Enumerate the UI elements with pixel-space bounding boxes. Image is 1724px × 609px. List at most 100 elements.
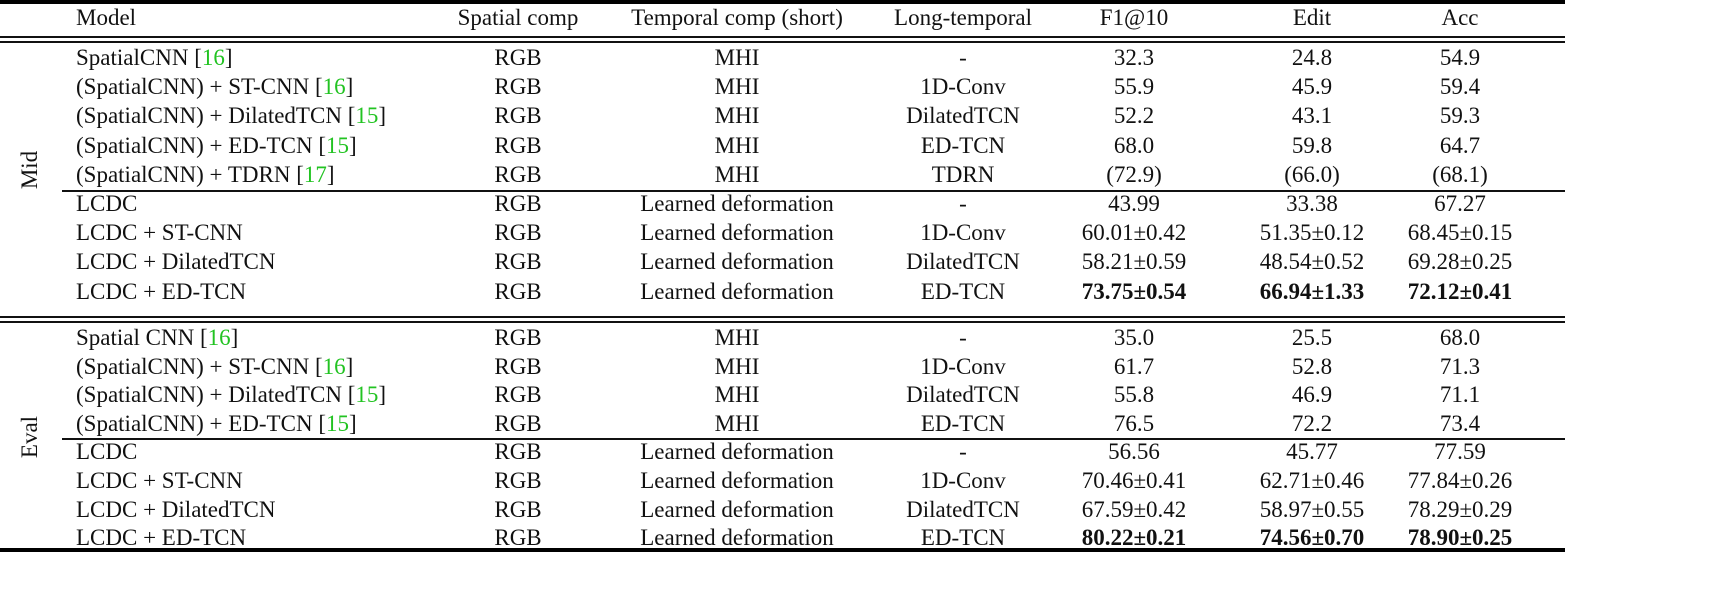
model-name: LCDC + ED-TCN: [76, 523, 246, 552]
model-label: (SpatialCNN) + DilatedTCN: [76, 103, 348, 129]
model-name: (SpatialCNN) + ED-TCN [15]: [76, 409, 357, 438]
model-label: LCDC + ED-TCN: [76, 278, 247, 304]
long-temporal: 1D-Conv: [920, 74, 1006, 100]
model-name: (SpatialCNN) + ED-TCN [15]: [76, 131, 357, 160]
temporal-comp: Learned deformation: [640, 439, 834, 465]
citation-bracket: [: [314, 74, 323, 100]
edit-score: 43.1: [1291, 103, 1333, 129]
f1-score: 35.0: [1113, 325, 1155, 350]
acc-score: 78.90±0.25: [1407, 525, 1513, 551]
edit-score: 62.71±0.46: [1259, 468, 1365, 493]
temporal-comp: Learned deformation: [640, 220, 834, 246]
spatial-comp: RGB: [494, 45, 542, 70]
model-label: (SpatialCNN) + TDRN: [76, 161, 297, 187]
model-name: (SpatialCNN) + TDRN [17]: [76, 160, 335, 189]
edit-score: 51.35±0.12: [1259, 220, 1365, 246]
model-label: (SpatialCNN) + DilatedTCN: [76, 382, 348, 408]
top-rule: [0, 0, 1565, 4]
model-name: LCDC: [76, 189, 137, 218]
temporal-comp: MHI: [714, 103, 760, 129]
model-label: LCDC + DilatedTCN: [76, 249, 276, 275]
f1-score: 56.56: [1108, 439, 1160, 465]
header-acc: Acc: [1441, 5, 1479, 30]
citation-bracket: ]: [230, 325, 239, 350]
f1-score: 80.22±0.21: [1081, 525, 1187, 551]
citation-link[interactable]: 16: [322, 353, 346, 379]
header-temporal-comp: Temporal comp (short): [631, 5, 843, 30]
citation-link[interactable]: 16: [207, 325, 231, 350]
citation-bracket: [: [347, 382, 356, 408]
model-label: (SpatialCNN) + ED-TCN: [76, 410, 319, 436]
temporal-comp: MHI: [714, 132, 760, 158]
acc-score: 68.0: [1439, 325, 1481, 350]
acc-score: 77.84±0.26: [1407, 468, 1513, 493]
header-model: Model: [76, 5, 137, 30]
model-name: LCDC + ED-TCN: [76, 277, 246, 306]
model-label: LCDC + DilatedTCN: [76, 496, 276, 522]
edit-score: 74.56±0.70: [1259, 525, 1365, 551]
spatial-comp: RGB: [494, 191, 542, 216]
model-label: LCDC: [76, 439, 138, 465]
temporal-comp: MHI: [714, 45, 760, 70]
citation-bracket: [: [318, 132, 326, 158]
model-name: (SpatialCNN) + DilatedTCN [15]: [76, 380, 386, 409]
temporal-comp: MHI: [714, 74, 760, 100]
citation-link[interactable]: 15: [355, 103, 379, 129]
citation-bracket: ]: [345, 353, 354, 379]
f1-score: 55.8: [1113, 382, 1155, 408]
temporal-comp: MHI: [714, 353, 760, 379]
group-double-rule-top: [0, 316, 1565, 318]
long-temporal: 1D-Conv: [920, 220, 1006, 246]
model-name: LCDC + DilatedTCN: [76, 495, 276, 524]
long-temporal: -: [959, 325, 967, 350]
temporal-comp: Learned deformation: [640, 278, 834, 304]
subgroup-rule: [62, 190, 1565, 192]
acc-score: 54.9: [1439, 45, 1481, 70]
citation-bracket: [: [194, 45, 202, 70]
long-temporal: -: [959, 439, 967, 465]
spatial-comp: RGB: [494, 103, 542, 129]
f1-score: 68.0: [1113, 132, 1155, 158]
header-row: Model Spatial comp Temporal comp (short)…: [0, 3, 1565, 32]
f1-score: (72.9): [1106, 161, 1162, 187]
f1-score: 52.2: [1113, 103, 1155, 129]
citation-link[interactable]: 17: [303, 161, 327, 187]
spatial-comp: RGB: [494, 74, 542, 100]
f1-score: 43.99: [1108, 191, 1160, 216]
long-temporal: DilatedTCN: [906, 249, 1020, 275]
model-label: LCDC + ST-CNN: [76, 468, 243, 493]
temporal-comp: Learned deformation: [640, 525, 834, 551]
citation-bracket: ]: [345, 74, 354, 100]
header-spatial-comp: Spatial comp: [457, 5, 579, 30]
spatial-comp: RGB: [494, 249, 542, 275]
spatial-comp: RGB: [494, 468, 542, 493]
citation-link[interactable]: 16: [322, 74, 346, 100]
f1-score: 61.7: [1113, 353, 1155, 379]
citation-link[interactable]: 15: [325, 132, 349, 158]
f1-score: 73.75±0.54: [1081, 278, 1187, 304]
long-temporal: ED-TCN: [920, 410, 1006, 436]
edit-score: 25.5: [1291, 325, 1333, 350]
citation-link[interactable]: 15: [325, 410, 349, 436]
citation-bracket: [: [199, 325, 208, 350]
model-label: LCDC + ST-CNN: [76, 220, 243, 246]
edit-score: (66.0): [1284, 161, 1340, 187]
citation-link[interactable]: 15: [355, 382, 379, 408]
edit-score: 45.9: [1291, 74, 1333, 100]
edit-score: 66.94±1.33: [1259, 278, 1365, 304]
citation-link[interactable]: 16: [201, 45, 225, 70]
model-name: LCDC: [76, 437, 137, 466]
acc-score: 73.4: [1439, 410, 1481, 436]
long-temporal: ED-TCN: [920, 278, 1006, 304]
model-name: (SpatialCNN) + ST-CNN [16]: [76, 352, 353, 381]
